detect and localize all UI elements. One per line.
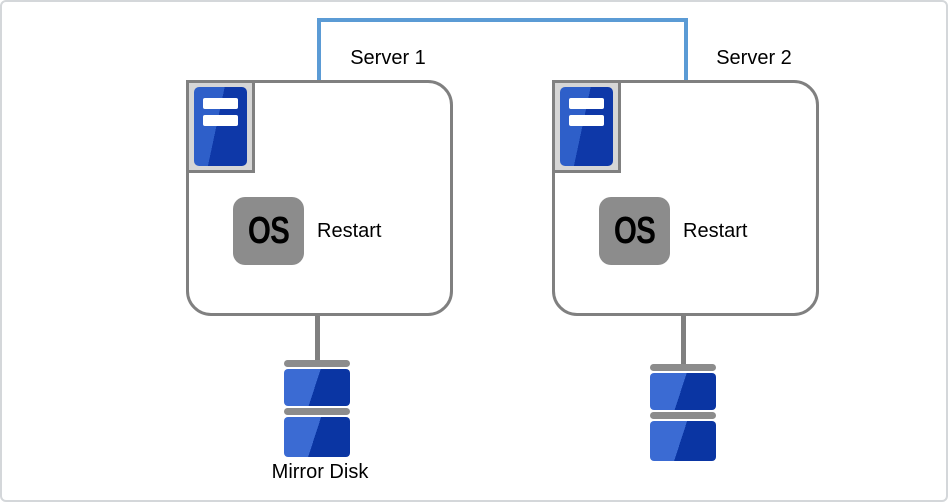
disk-platter [284, 417, 350, 457]
server-icon-slot [569, 98, 604, 109]
server-icon-slot [569, 115, 604, 126]
server-icon [552, 80, 621, 173]
server-icon-body [560, 87, 613, 166]
disk-connector-line [681, 314, 686, 365]
os-icon: OS [599, 197, 670, 265]
server-group-1: Server 1 OS Restart [186, 2, 453, 500]
server-1-label: Server 1 [350, 47, 426, 69]
disk-bar [650, 412, 716, 419]
os-icon-label: OS [613, 210, 656, 252]
server-icon-body [194, 87, 247, 166]
mirror-disk-icon [650, 364, 716, 461]
server-icon-slot [203, 98, 238, 109]
server-icon-slot [203, 115, 238, 126]
server-1-restart-label: Restart [317, 220, 382, 242]
mirror-disk-icon [284, 360, 350, 457]
disk-platter [650, 373, 716, 410]
os-icon: OS [233, 197, 304, 265]
server-2-label: Server 2 [716, 47, 792, 69]
disk-connector-line [315, 314, 320, 361]
server-group-2: Server 2 OS Restart [552, 2, 819, 500]
disk-bar [284, 408, 350, 415]
mirror-disk-label: Mirror Disk [271, 461, 369, 483]
interconnect-line [317, 18, 688, 80]
os-icon-label: OS [247, 210, 290, 252]
disk-bar [284, 360, 350, 367]
server-2-restart-label: Restart [683, 220, 748, 242]
disk-platter [284, 369, 350, 406]
disk-platter [650, 421, 716, 461]
server-icon [186, 80, 255, 173]
disk-bar [650, 364, 716, 371]
